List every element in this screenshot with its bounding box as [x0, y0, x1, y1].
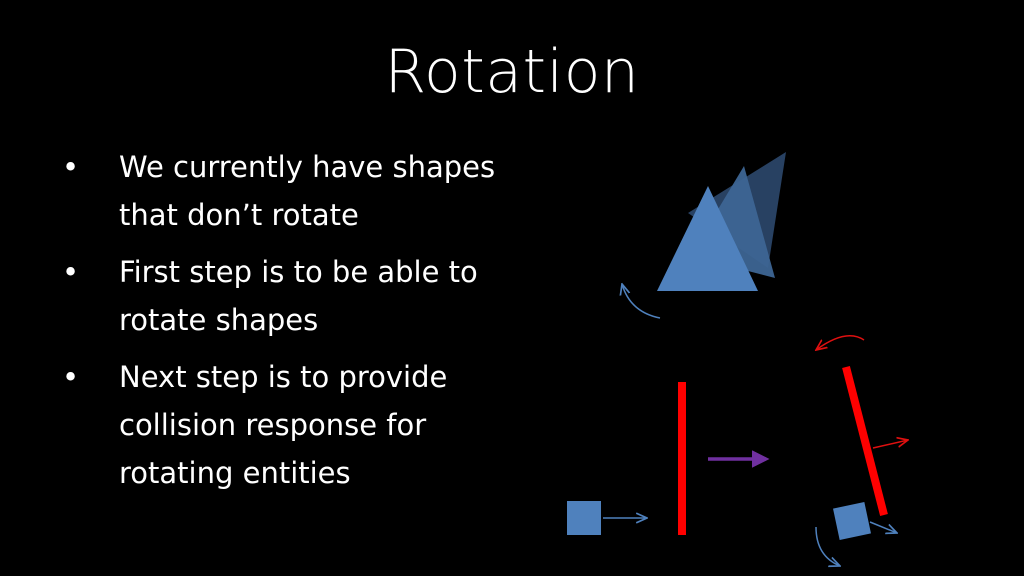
bullet-text: We currently have shapes that don’t rota… — [119, 150, 496, 232]
rotation-arrow-blue-right — [815, 526, 840, 566]
square-rotated — [833, 502, 871, 540]
rotation-diagram — [567, 152, 1024, 576]
rotation-arrow-blue — [622, 284, 661, 319]
bullet-dot-icon: • — [62, 255, 80, 289]
bullet-list: • We currently have shapes that don’t ro… — [60, 143, 530, 506]
bullet-item: • First step is to be able to rotate sha… — [60, 248, 530, 344]
wall-rotated — [842, 366, 888, 516]
bullet-text: First step is to be able to rotate shape… — [119, 255, 478, 337]
bullet-item: • Next step is to provide collision resp… — [60, 353, 530, 497]
bullet-text: Next step is to provide collision respon… — [119, 360, 448, 490]
velocity-arrow-blue-right — [869, 521, 897, 533]
wall-vertical — [678, 382, 686, 535]
velocity-arrow-red — [872, 440, 908, 449]
slide-title: Rotation — [384, 37, 640, 107]
bullet-item: • We currently have shapes that don’t ro… — [60, 143, 530, 239]
bullet-dot-icon: • — [62, 150, 80, 184]
square-shape — [567, 501, 601, 535]
triangle-shape — [657, 186, 758, 291]
rotation-arrow-red — [816, 335, 865, 350]
bullet-dot-icon: • — [62, 360, 80, 394]
